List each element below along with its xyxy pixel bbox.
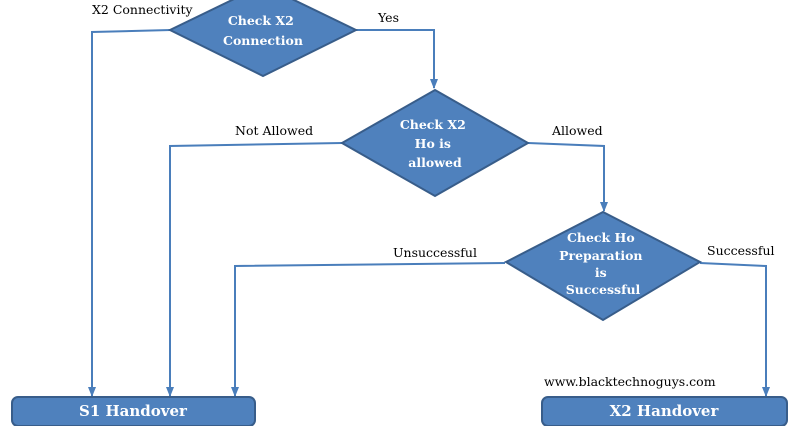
decision-check-ho-preparation-line-4: Successful [566,282,641,297]
edge-label-successful: Successful [707,243,775,258]
decision-check-x2-ho-allowed-line-3: allowed [408,155,462,170]
connector-successful-to-x2 [699,262,770,397]
connector-yes-to-check-ho-allowed [355,29,438,89]
svg-text:Check X2 Connection: Check X2 Connection [223,13,303,48]
connector-not-allowed-to-s1 [166,142,343,397]
decision-check-x2-ho-allowed-line-2: Ho is [415,136,451,151]
connector-allowed-to-check-preparation [527,142,608,212]
decision-check-x2-connection-line-2: Connection [223,33,303,48]
watermark-text: www.blacktechnoguys.com [544,374,716,389]
connector-unsuccessful-to-s1 [231,262,506,397]
s1-handover-label: S1 Handover [79,402,188,420]
svg-text:Check Ho Preparation: Check Ho Preparation is Successful [559,230,647,297]
decision-check-ho-preparation-line-2: Preparation [559,248,642,263]
decision-check-x2-ho-allowed-line-1: Check X2 [400,117,466,132]
x2-handover-box: X2 Handover [541,396,788,426]
decision-check-ho-preparation-line-1: Check Ho [567,230,635,245]
decision-check-x2-connection-line-1: Check X2 [228,13,294,28]
connector-x2-connectivity-to-s1 [88,29,172,397]
decision-check-ho-preparation: Check Ho Preparation is Successful [503,210,703,322]
edge-label-yes: Yes [377,10,399,25]
decision-check-ho-preparation-line-3: is [595,265,607,280]
edge-label-x2-connectivity: X2 Connectivity [92,2,194,17]
decision-check-x2-ho-allowed: Check X2 Ho is allowed [339,88,531,198]
decision-check-x2-connection: Check X2 Connection [167,0,359,78]
edge-label-not-allowed: Not Allowed [235,123,313,138]
edge-label-allowed: Allowed [551,123,603,138]
s1-handover-box: S1 Handover [11,396,256,426]
svg-text:Check X2 Ho is all: Check X2 Ho is allowed [400,117,470,170]
x2-handover-label: X2 Handover [610,402,720,420]
edge-label-unsuccessful: Unsuccessful [393,245,477,260]
